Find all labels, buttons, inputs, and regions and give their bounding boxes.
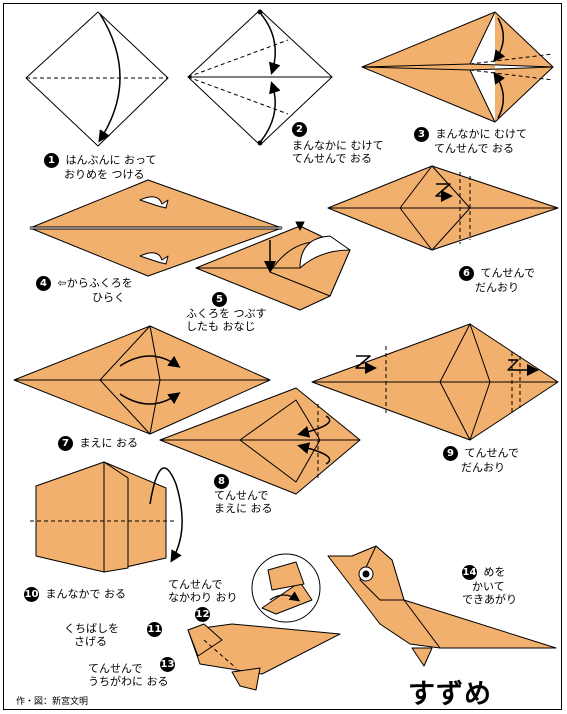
step3-figure <box>361 11 554 123</box>
step-2-number: 2 <box>292 122 307 137</box>
step6-figure <box>327 165 559 251</box>
step-13-label: てんせんで うちがわに おる <box>88 662 169 688</box>
step-7-number: 7 <box>58 436 73 451</box>
step2-figure <box>187 9 333 146</box>
step-9-label: 9 てんせんで だんおり <box>443 446 519 474</box>
step-4-label: 4 ⇦からふくろを ひらく <box>36 276 133 304</box>
step-10-label: 10 まんなかで おる <box>24 587 126 602</box>
step-13-number: 13 <box>160 657 175 672</box>
step-12-number: 12 <box>195 607 210 622</box>
step4-figure <box>29 179 283 277</box>
step7-figure <box>13 325 271 435</box>
step14-figure <box>327 545 557 667</box>
step1-figure <box>25 11 169 147</box>
step12-inset <box>251 553 321 623</box>
step-3-label: 3 まんなかに むけて てんせんで おる <box>414 127 527 155</box>
step-14-label: 14 めを かいて できあがり <box>462 565 517 606</box>
step-6-label: 6 てんせんで だんおり <box>459 266 535 294</box>
step-5-number: 5 <box>212 292 227 307</box>
step9-figure <box>311 323 559 441</box>
step5-figure <box>195 221 351 311</box>
step-12-label: てんせんで なかわり おり <box>168 578 238 604</box>
step-1-number: 1 <box>44 153 59 168</box>
step-11-label: くちばしを さげる <box>64 622 119 648</box>
step-3-number: 3 <box>414 127 429 142</box>
step10-figure <box>30 461 183 573</box>
step-12-marker: 12 <box>195 607 213 622</box>
page-title: すずめ <box>408 679 492 710</box>
step-10-number: 10 <box>24 587 39 602</box>
author-credit: 作・図：新宮文明 <box>16 697 89 707</box>
page-frame <box>3 3 562 710</box>
step-5-label: 5 ふくろを つぶす したも おなじ <box>186 292 267 333</box>
step-11-number: 11 <box>147 622 162 637</box>
step-8-number: 8 <box>214 474 229 489</box>
step11-13-figure <box>187 623 341 691</box>
step-11-marker: 11 <box>147 622 165 637</box>
step-8-label: 8 てんせんで まえに おる <box>214 474 273 515</box>
step-4-number: 4 <box>36 276 51 291</box>
step-6-number: 6 <box>459 266 474 281</box>
step-13-marker: 13 <box>160 657 178 672</box>
step-2-label: 2 まんなかに むけて てんせんで おる <box>292 122 384 165</box>
step-14-number: 14 <box>462 565 477 580</box>
step-1-label: 1 はんぶんに おって おりめを つける <box>44 153 156 181</box>
step-9-number: 9 <box>443 446 458 461</box>
step-7-label: 7 まえに おる <box>58 436 138 451</box>
step8-figure <box>159 387 361 495</box>
